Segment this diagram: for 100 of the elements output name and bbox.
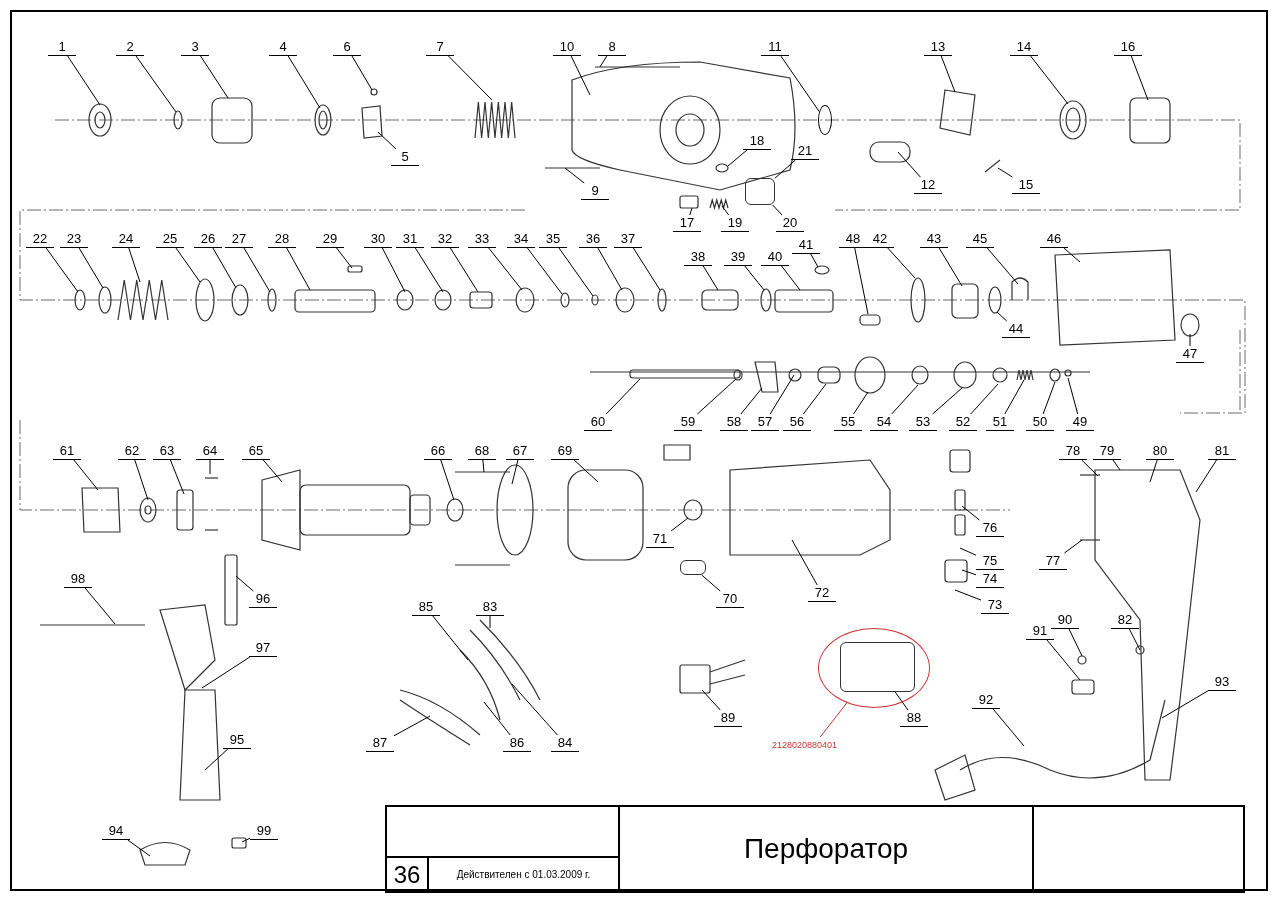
leader-line (1063, 247, 1081, 263)
leader-line (134, 459, 149, 501)
callout-number: 17 (673, 215, 701, 232)
callout-number: 97 (249, 640, 277, 657)
leader-line (959, 547, 977, 556)
leader-line (570, 55, 591, 96)
callout-number: 50 (1026, 414, 1054, 431)
leader-line (954, 589, 982, 601)
callout-number: 29 (316, 231, 344, 248)
leader-line (996, 311, 1008, 322)
leader-line (200, 55, 229, 99)
leader-line (489, 615, 491, 629)
callout-number: 59 (674, 414, 702, 431)
page-number: 36 (393, 860, 421, 889)
leader-line (573, 459, 599, 483)
callout-number: 30 (364, 231, 392, 248)
callout-number: 45 (966, 231, 994, 248)
leader-line (970, 383, 999, 415)
callout-number: 25 (156, 231, 184, 248)
callout-number: 86 (503, 735, 531, 752)
part-number: 2128020880401 (772, 737, 838, 753)
callout-number: 4 (269, 39, 297, 56)
leader-line (1063, 539, 1083, 554)
callout-number: 53 (909, 414, 937, 431)
callout-number: 21 (791, 143, 819, 160)
leader-line (78, 247, 104, 289)
callout-number: 34 (507, 231, 535, 248)
leader-line (336, 247, 353, 269)
leader-line (127, 839, 151, 857)
callout-number: 68 (468, 443, 496, 460)
leader-line (135, 55, 177, 113)
callout-number: 98 (64, 571, 92, 588)
leader-line (488, 247, 523, 291)
leader-line (511, 683, 558, 736)
callout-number: 78 (1059, 443, 1087, 460)
callout-number: 65 (242, 443, 270, 460)
leader-line (169, 459, 185, 495)
callout-number: 91 (1026, 623, 1054, 640)
leader-line (997, 167, 1013, 178)
leader-line (772, 204, 783, 216)
callout-number: 36 (579, 231, 607, 248)
callout-number: 20 (776, 215, 804, 232)
leader-line (1112, 459, 1121, 471)
callout-number: 61 (53, 443, 81, 460)
callout-number: 42 (866, 231, 894, 248)
callout-number: 11 (761, 39, 789, 56)
callout-number: 57 (751, 414, 779, 431)
leader-line (932, 387, 963, 415)
leader-line (961, 505, 980, 521)
leader-line (599, 55, 608, 68)
leader-line (1068, 628, 1083, 657)
leader-line (940, 55, 956, 93)
callout-number: 12 (914, 177, 942, 194)
leader-line (377, 131, 397, 150)
leader-line (1030, 55, 1069, 105)
leader-line (414, 247, 444, 293)
callout-number: 89 (714, 710, 742, 727)
leader-line (721, 205, 730, 216)
leader-line (1130, 55, 1149, 101)
callout-number: 75 (976, 553, 1004, 570)
callout-number: 44 (1002, 321, 1030, 338)
leader-line (605, 378, 641, 415)
leader-line (727, 149, 748, 167)
leader-line (701, 574, 721, 592)
leader-line (241, 837, 251, 843)
leader-line (287, 55, 321, 109)
callout-number: 88 (900, 710, 928, 727)
callout-number: 2 (116, 39, 144, 56)
leader-line (986, 247, 1019, 285)
callout-number: 23 (60, 231, 88, 248)
callout-number: 24 (112, 231, 140, 248)
callout-number: 85 (412, 599, 440, 616)
leader-line (702, 265, 719, 291)
leader-line (853, 391, 869, 415)
callout-number: 54 (870, 414, 898, 431)
callout-number: 55 (834, 414, 862, 431)
leader-line (887, 247, 916, 279)
leader-line (558, 247, 594, 297)
callout-number: 43 (920, 231, 948, 248)
callout-number: 14 (1010, 39, 1038, 56)
leader-line (262, 459, 283, 483)
callout-number: 28 (268, 231, 296, 248)
callout-number: 66 (424, 443, 452, 460)
leader-line (897, 151, 921, 178)
leader-line (696, 378, 737, 415)
callout-number: 83 (476, 599, 504, 616)
leader-line (128, 247, 141, 283)
callout-number: 81 (1208, 443, 1236, 460)
callout-number: 94 (102, 823, 130, 840)
leader-line (235, 575, 254, 592)
callout-number: 67 (506, 443, 534, 460)
leader-line (175, 247, 201, 283)
leader-line (632, 247, 661, 291)
leader-line (1161, 690, 1209, 719)
callout-number: 51 (986, 414, 1014, 431)
leader-line (67, 55, 101, 106)
callout-number: 37 (614, 231, 642, 248)
callout-number: 69 (551, 443, 579, 460)
validity-date: Действителен с 01.03.2009 г. (456, 869, 591, 880)
leader-line (740, 387, 763, 415)
